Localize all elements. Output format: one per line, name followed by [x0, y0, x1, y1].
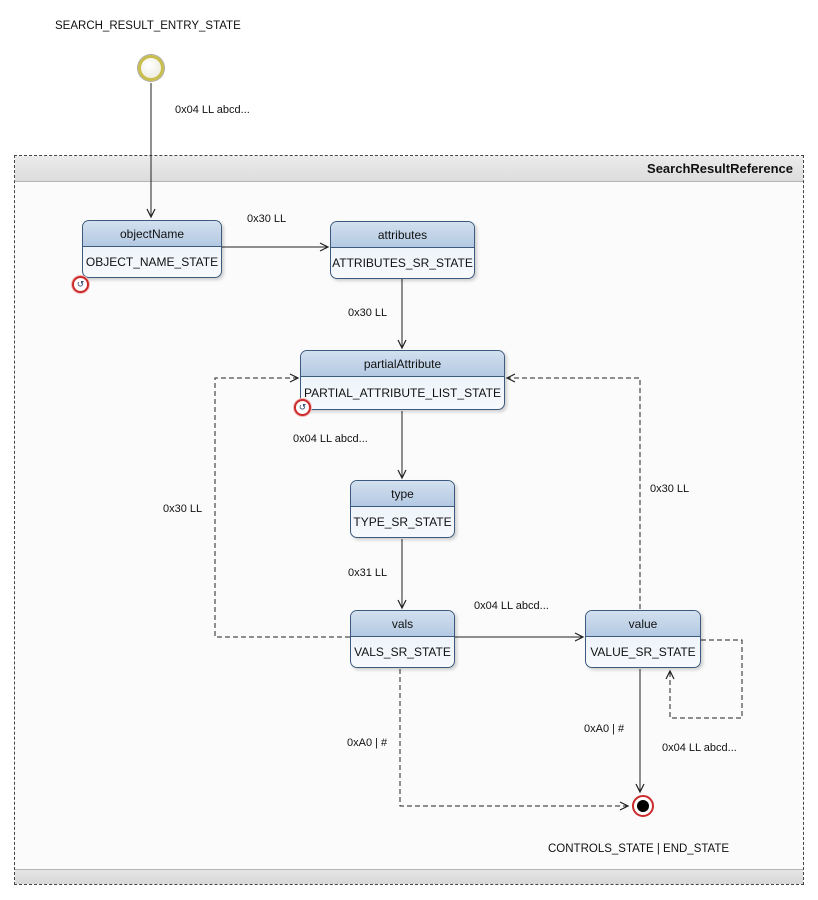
- transition-label-vals-to-end: 0xA0 | #: [347, 737, 388, 749]
- state-value-state: VALUE_SR_STATE: [590, 645, 696, 659]
- state-vals: vals VALS_SR_STATE: [350, 610, 455, 668]
- history-glyph: ↺: [76, 279, 85, 289]
- history-glyph: ↺: [298, 402, 307, 412]
- state-vals-state: VALS_SR_STATE: [354, 645, 451, 659]
- transition-label-value-to-end: 0xA0 | #: [584, 723, 625, 735]
- state-type: type TYPE_SR_STATE: [350, 480, 455, 538]
- state-attributes-name: attributes: [331, 222, 474, 248]
- state-objectname-name: objectName: [83, 221, 221, 247]
- partialattribute-history-icon: ↺: [294, 399, 311, 416]
- transition-label-type-to-vals: 0x31 LL: [348, 567, 388, 579]
- state-value-name: value: [586, 611, 700, 637]
- entry-state-label: SEARCH_RESULT_ENTRY_STATE: [55, 20, 241, 32]
- transition-label-attributes-to-partialattribute: 0x30 LL: [348, 307, 388, 319]
- state-attributes: attributes ATTRIBUTES_SR_STATE: [330, 221, 475, 279]
- state-type-name: type: [351, 481, 454, 507]
- initial-state-node: [138, 55, 164, 81]
- state-vals-name: vals: [351, 611, 454, 637]
- state-value: value VALUE_SR_STATE: [585, 610, 701, 668]
- final-state-node: [632, 795, 654, 817]
- transition-label-partialattribute-to-type: 0x04 LL abcd...: [293, 433, 368, 445]
- state-objectname: objectName OBJECT_NAME_STATE: [82, 220, 222, 278]
- final-state-dot: [637, 800, 649, 812]
- state-partialattribute-name: partialAttribute: [301, 351, 504, 377]
- transition-label-vals-to-value: 0x04 LL abcd...: [474, 600, 549, 612]
- transition-label-value-to-partialattribute: 0x30 LL: [650, 483, 690, 495]
- state-objectname-state: OBJECT_NAME_STATE: [85, 255, 219, 269]
- transition-label-value-self-loop: 0x04 LL abcd...: [662, 742, 737, 754]
- composite-state-title: SearchResultReference: [647, 161, 793, 176]
- state-attributes-state: ATTRIBUTES_SR_STATE: [332, 256, 473, 270]
- composite-state-footer: [15, 869, 803, 884]
- objectname-history-icon: ↺: [72, 276, 89, 293]
- state-partialattribute: partialAttribute PARTIAL_ATTRIBUTE_LIST_…: [300, 350, 505, 410]
- transition-label-entry-to-objectname: 0x04 LL abcd...: [175, 104, 250, 116]
- transition-label-vals-to-partialattribute: 0x30 LL: [163, 503, 203, 515]
- end-state-label: CONTROLS_STATE | END_STATE: [548, 843, 730, 855]
- composite-state-header: SearchResultReference: [15, 156, 803, 182]
- state-partialattribute-state: PARTIAL_ATTRIBUTE_LIST_STATE: [304, 386, 501, 400]
- state-type-state: TYPE_SR_STATE: [353, 515, 452, 529]
- transition-label-objectname-to-attributes: 0x30 LL: [247, 213, 287, 225]
